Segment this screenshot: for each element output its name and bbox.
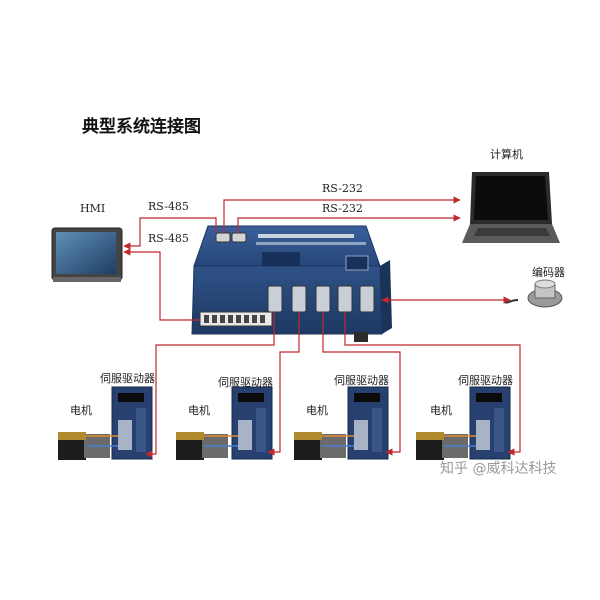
drive-unit-2	[176, 386, 273, 460]
rs485-label-bottom: RS-485	[148, 232, 189, 245]
motor-label-2: 电机	[188, 404, 210, 417]
encoder-label: 编码器	[532, 266, 565, 279]
wire-drive-3	[322, 312, 401, 456]
encoder-device	[503, 279, 563, 308]
drive-label-4: 伺服驱动器	[458, 374, 513, 387]
wire-drive-4	[344, 312, 521, 456]
drive-label-3: 伺服驱动器	[334, 374, 389, 387]
wire-rs232-bottom	[237, 214, 461, 233]
drive-label-2: 伺服驱动器	[218, 376, 273, 389]
hmi-panel	[51, 227, 123, 282]
drive-unit-1	[58, 386, 153, 460]
motor-label-4: 电机	[430, 404, 452, 417]
wire-rs232-top	[223, 196, 461, 233]
drive-label-1: 伺服驱动器	[100, 372, 155, 385]
wire-drive-1	[145, 312, 275, 458]
drive-unit-3	[294, 386, 389, 460]
connection-wires	[123, 196, 521, 458]
wire-drive-2	[267, 312, 300, 456]
wire-rs485-top	[123, 217, 217, 250]
motor-label-1: 电机	[70, 404, 92, 417]
computer-label: 计算机	[490, 148, 523, 161]
wire-rs485-bottom	[123, 248, 200, 321]
watermark: 知乎 @威科达科技	[440, 461, 557, 477]
motor-label-3: 电机	[306, 404, 328, 417]
drive-unit-4	[416, 386, 511, 460]
hmi-label: HMI	[80, 202, 106, 215]
rs485-label-top: RS-485	[148, 200, 189, 213]
rs232-label-top: RS-232	[322, 182, 363, 195]
diagram-title: 典型系统连接图	[82, 117, 201, 137]
computer-laptop	[462, 172, 560, 243]
motion-controller	[191, 225, 392, 342]
rs232-label-bottom: RS-232	[322, 202, 363, 215]
